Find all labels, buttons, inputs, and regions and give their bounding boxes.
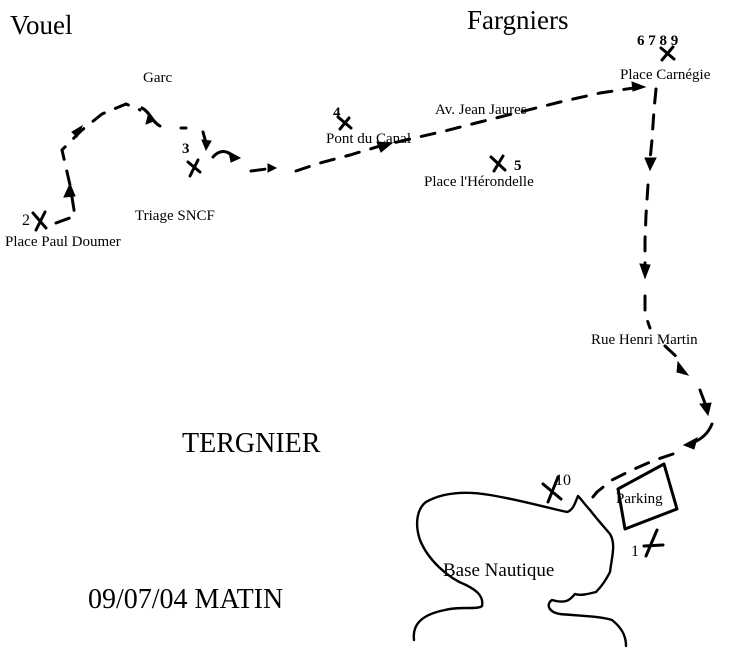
date-caption: 09/07/04 MATIN — [88, 584, 283, 615]
stop-marker-6-9 — [659, 45, 676, 62]
place-label-rue-henri-martin: Rue Henri Martin — [591, 332, 698, 348]
stop-marker-1 — [642, 528, 665, 558]
route-segment-carnegie-to-parking — [586, 87, 714, 505]
parking-lot — [616, 462, 679, 531]
stop-marker-3 — [186, 158, 202, 178]
base-nautique-lake — [412, 491, 628, 648]
route-segment-gare-to-triage — [140, 106, 242, 163]
stop-marker-10 — [541, 475, 563, 504]
stop-marker-2 — [31, 210, 48, 232]
place-label-gare: Garc — [143, 70, 172, 86]
route-segment-doumer-to-gare — [54, 102, 142, 225]
town-label-vouel: Vouel — [10, 10, 73, 40]
place-label-base-nautique: Base Nautique — [443, 560, 554, 581]
place-label-triage-sncf: Triage SNCF — [135, 208, 215, 224]
route-segment-triage-to-carnegie — [249, 81, 647, 173]
place-label-place-paul-doumer: Place Paul Doumer — [5, 234, 121, 250]
place-label-parking: Parking — [616, 491, 663, 507]
place-label-pont-du-canal: Pont du Canal — [326, 131, 411, 147]
stop-number-1: 1 — [631, 543, 639, 560]
town-label-fargniers: Fargniers — [467, 5, 569, 35]
stop-marker-5 — [489, 154, 507, 173]
stop-number-3: 3 — [182, 141, 190, 157]
town-label-tergnier: TERGNIER — [182, 428, 321, 459]
stop-numbers-6-7-8-9: 6 7 8 9 — [637, 33, 678, 49]
stop-marker-4 — [336, 115, 353, 131]
place-label-place-herondelle: Place l'Hérondelle — [424, 174, 534, 190]
stop-number-4: 4 — [333, 105, 341, 121]
stop-number-5: 5 — [514, 158, 522, 174]
place-label-place-carnegie: Place Carnégie — [620, 67, 711, 83]
place-label-av-jean-jaures: Av. Jean Jaures — [435, 102, 527, 118]
stop-number-2: 2 — [22, 212, 30, 229]
